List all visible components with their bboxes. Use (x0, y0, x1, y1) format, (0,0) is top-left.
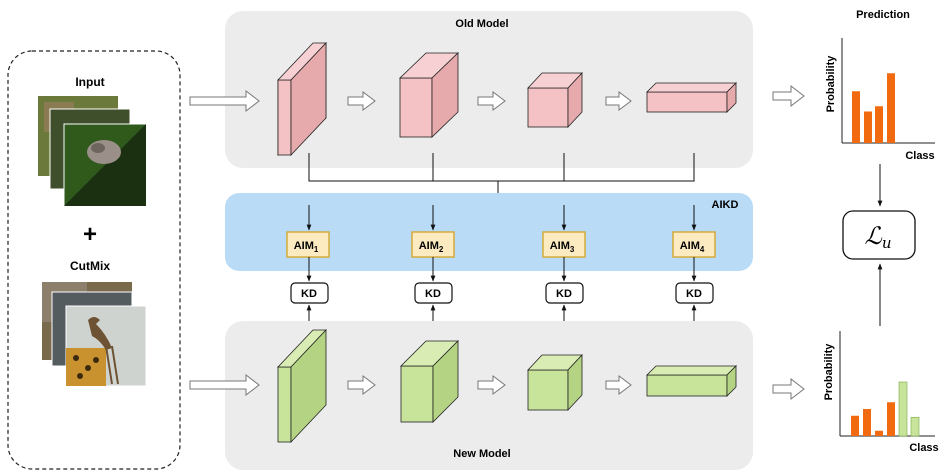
input-image-stack (38, 96, 147, 207)
bottom-chart-orange-bar-4 (887, 402, 895, 436)
kd-box-2: KD (414, 282, 453, 304)
svg-text:AIM2: AIM2 (419, 240, 444, 254)
prediction-title: Prediction (856, 9, 910, 21)
aim-module-4: AIM4 (672, 231, 716, 258)
old-model-block-1 (277, 41, 327, 157)
input-label: Input (75, 75, 104, 89)
bottom-chart-green-bar-2 (910, 416, 920, 437)
top-chart-bar-1 (852, 91, 860, 143)
old-model-block-2 (399, 52, 459, 138)
plus-symbol: + (83, 221, 97, 248)
old-model-block-4 (646, 82, 737, 113)
new-model-prediction-chart: Probability Class (823, 331, 939, 454)
aim-module-1: AIM1 (286, 231, 330, 258)
kd-box-1: KD (290, 282, 329, 304)
prediction-section: Prediction Probability Class ℒu Probabil… (823, 9, 939, 454)
loss-symbol: ℒ (865, 222, 883, 250)
loss-subscript: u (882, 234, 892, 252)
old-model-panel: Old Model (189, 11, 805, 168)
svg-text:AIM1: AIM1 (294, 240, 319, 254)
kd-box-4: KD (675, 282, 714, 304)
top-chart-bar-3 (875, 106, 883, 143)
svg-text:KD: KD (425, 288, 441, 300)
top-chart-bar-2 (864, 111, 872, 143)
cutmix-image-stack (42, 282, 147, 387)
svg-text:AIM4: AIM4 (680, 240, 705, 254)
new-model-block-2 (400, 340, 459, 423)
cutmix-label: CutMix (70, 259, 110, 273)
old-model-prediction-chart: Probability Class (825, 38, 935, 162)
svg-text:KD: KD (686, 288, 702, 300)
top-chart-bar-4 (887, 73, 895, 143)
input-panel: Input + CutMix (7, 50, 181, 470)
new-model-block-1 (277, 328, 327, 444)
new-model-block-3 (527, 353, 583, 412)
svg-text:ℒu: ℒu (865, 222, 892, 252)
loss-box: ℒu (842, 210, 916, 260)
old-model-flow-arrows (189, 84, 805, 113)
new-model-block-4 (646, 365, 737, 397)
new-model-flow-arrows (189, 373, 805, 401)
bottom-chart-orange-bar-1 (851, 415, 859, 436)
bottom-chart-green-bar-1 (898, 381, 908, 437)
chart-bot-ylabel: Probability (823, 343, 835, 401)
chart-bot-xlabel: Class (909, 442, 938, 454)
old-model-block-3 (527, 71, 583, 129)
aikd-panel: AIKD AIM1 AIM2 AIM3 AIM4 (225, 193, 753, 271)
aikd-title: AIKD (712, 199, 739, 211)
svg-text:KD: KD (556, 288, 572, 300)
bottom-chart-orange-bar-2 (863, 409, 871, 436)
new-model-title: New Model (453, 448, 510, 460)
aim-module-2: AIM2 (411, 231, 455, 258)
new-model-panel: New Model (189, 321, 805, 470)
aim-module-3: AIM3 (542, 231, 586, 258)
old-model-title: Old Model (455, 18, 508, 30)
chart-top-ylabel: Probability (825, 55, 837, 113)
chart-top-xlabel: Class (905, 150, 934, 162)
svg-text:AIM3: AIM3 (550, 240, 575, 254)
svg-text:KD: KD (301, 288, 317, 300)
bottom-chart-orange-bar-3 (875, 430, 883, 436)
kd-box-3: KD (545, 282, 584, 304)
